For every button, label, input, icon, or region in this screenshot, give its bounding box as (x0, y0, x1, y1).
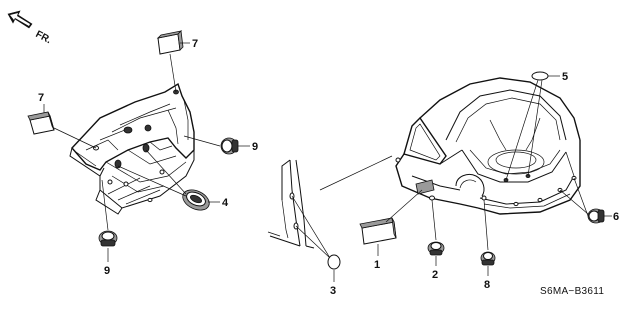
leader-4-to-hole-b (117, 165, 187, 197)
part-9-grommet-right (220, 137, 239, 155)
callout-7-left: 7 (38, 92, 44, 104)
part-7-plug-upper (156, 30, 184, 55)
diagram-code: S6MA−B3611 (540, 286, 604, 297)
reference-line (319, 155, 393, 191)
callout-9-right: 9 (252, 141, 258, 153)
part-9-grommet-bottom (98, 230, 118, 247)
leader-3-b (295, 225, 331, 259)
part-8-grommet (480, 251, 496, 266)
rear-pillar-panel (267, 159, 315, 249)
leader-1-to-hole (385, 189, 423, 223)
callout-8: 8 (484, 279, 490, 291)
leader-2-to-hole (431, 199, 437, 241)
leader-5-to-hole-b (527, 79, 543, 177)
leader-6-to-hole-b (573, 177, 589, 217)
part-2-grommet (427, 241, 445, 256)
callout-9-bottom: 9 (104, 265, 110, 277)
part-3-round-seal (327, 254, 341, 270)
leader-4-to-hole-a (145, 149, 187, 195)
part-4-oval-grommet (182, 189, 210, 211)
front-direction-arrow-icon (7, 10, 33, 29)
rear-floor-panel (69, 82, 195, 215)
leader-7-left-to-hole (53, 127, 97, 149)
callout-4: 4 (222, 197, 229, 209)
rear-body-shell (395, 77, 581, 215)
callout-3: 3 (330, 285, 336, 297)
leader-5-to-hole-a (505, 79, 539, 181)
callout-5: 5 (562, 71, 568, 83)
leader-9-right-to-hole (183, 135, 221, 147)
part-6-grommet (587, 208, 605, 224)
part-7-plug-left (27, 111, 55, 135)
leader-7-upper-to-hole (169, 53, 177, 93)
part-1-rectangular-plug (359, 217, 397, 245)
leader-8-to-hole (483, 199, 489, 251)
front-direction-label: FR. (34, 29, 54, 46)
part-5-round-seal (531, 71, 549, 81)
leader-3-a (291, 195, 331, 259)
callout-1: 1 (374, 259, 380, 271)
callout-6: 6 (613, 211, 619, 223)
callout-2: 2 (432, 269, 438, 281)
callout-7-upper: 7 (192, 38, 198, 50)
leader-9-bottom-to-hole (101, 179, 109, 231)
leader-6-to-hole-a (559, 189, 589, 215)
